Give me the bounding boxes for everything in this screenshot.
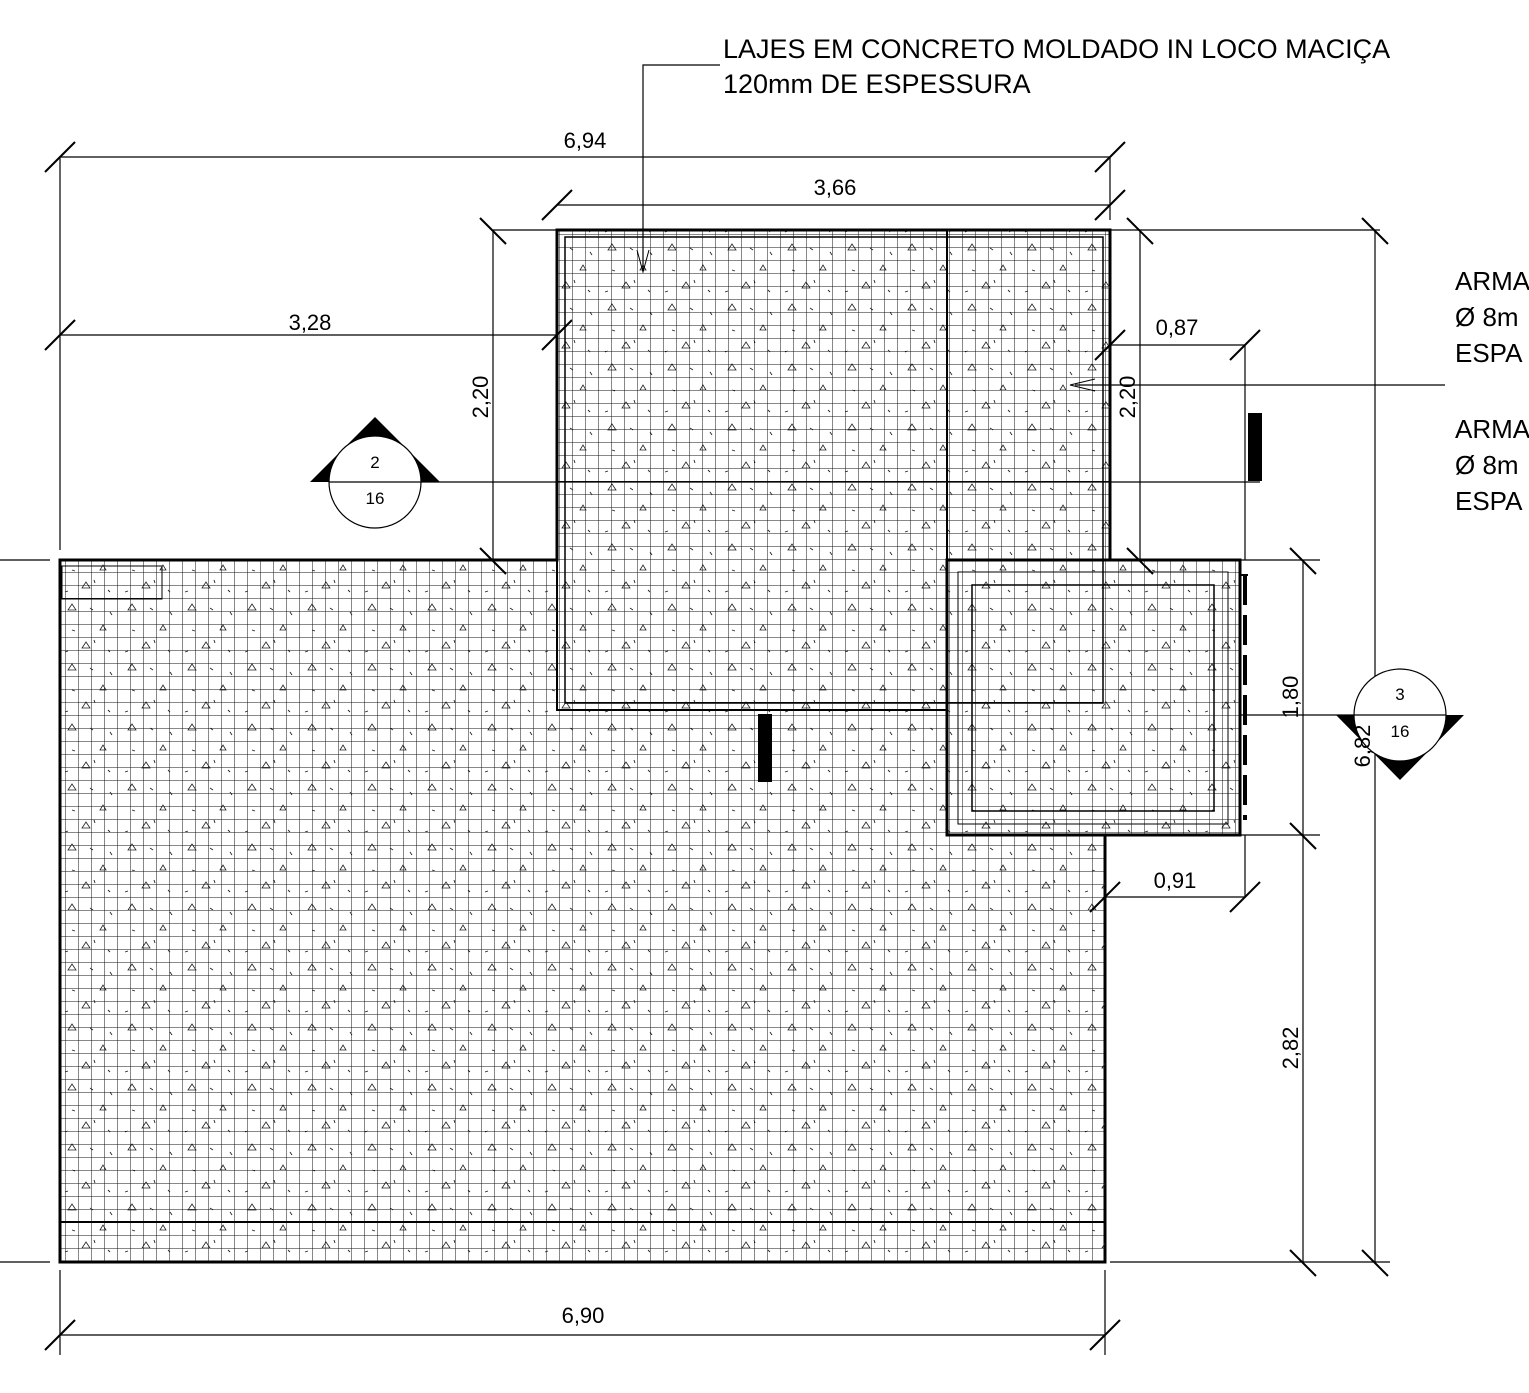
section-mark-2[interactable]: 2 16	[310, 417, 440, 529]
section-number: 2	[370, 453, 379, 472]
dim-upper-slab: 3,66	[814, 175, 857, 200]
dim-left-upper-height: 2,20	[468, 376, 493, 419]
dim-top-overall: 6,94	[564, 128, 607, 153]
dim-bottom-overall: 6,90	[562, 1303, 605, 1328]
rebar-a-line1: ARMA	[1455, 266, 1529, 296]
bearing-mark	[1248, 413, 1262, 481]
dim-right-offset-lower: 0,91	[1154, 868, 1197, 893]
rebar-b-line3: ESPA	[1455, 486, 1523, 516]
rebar-a-line3: ESPA	[1455, 338, 1523, 368]
section-number: 3	[1395, 685, 1404, 704]
dim-lower-height: 2,82	[1278, 1027, 1303, 1070]
dim-right-block-height: 1,80	[1278, 676, 1303, 719]
rebar-b-line2: Ø 8m	[1455, 450, 1519, 480]
slab-hatch	[58, 228, 1248, 1264]
section-mark-3[interactable]: 3 16	[1336, 668, 1464, 780]
dim-right-upper-height: 2,20	[1115, 376, 1140, 419]
slab-note-line2: 120mm DE ESPESSURA	[723, 69, 1031, 99]
dim-right-offset-upper: 0,87	[1156, 315, 1199, 340]
rebar-b-line1: ARMA	[1455, 414, 1529, 444]
annotations: LAJES EM CONCRETO MOLDADO IN LOCO MACIÇA…	[723, 34, 1529, 516]
dim-overall-height: 6,82	[1350, 725, 1375, 768]
slab-note-line1: LAJES EM CONCRETO MOLDADO IN LOCO MACIÇA	[723, 34, 1390, 64]
bearing-mark	[758, 714, 772, 782]
rebar-a-line2: Ø 8m	[1455, 302, 1519, 332]
dimension-labels: 6,94 3,66 2,20 3,28 2,20 0,87 1,80 6,82 …	[289, 128, 1375, 1328]
section-sheet: 16	[1391, 722, 1410, 741]
dim-left-offset: 3,28	[289, 310, 332, 335]
section-sheet: 16	[366, 489, 385, 508]
